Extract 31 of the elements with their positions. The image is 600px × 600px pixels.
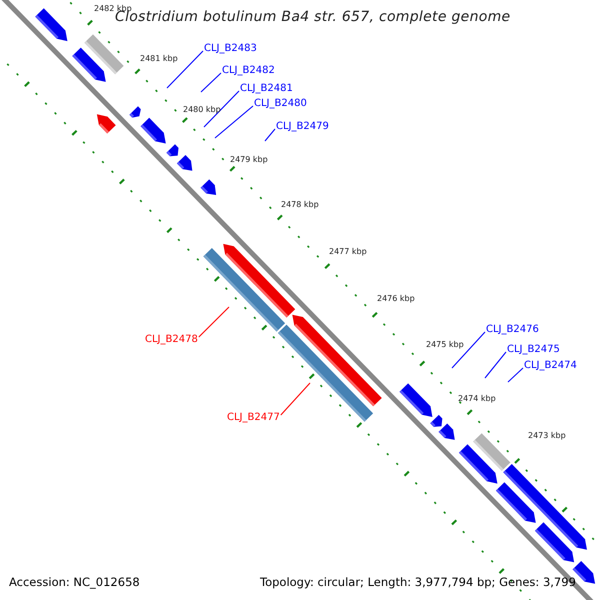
scale-label: 2473 kbp xyxy=(528,432,566,441)
scale-label: 2479 kbp xyxy=(230,156,268,165)
gene-label: CLJ_B2476 xyxy=(486,324,539,335)
gene-label: CLJ_B2474 xyxy=(524,360,577,371)
scale-label: 2475 kbp xyxy=(426,341,464,350)
gene-label: CLJ_B2479 xyxy=(276,121,329,132)
leader-line xyxy=(204,90,240,128)
leader-line xyxy=(452,332,486,368)
leader-line xyxy=(166,50,204,88)
leader-line xyxy=(200,72,222,92)
gene-label: CLJ_B2480 xyxy=(254,98,307,109)
scale-label: 2478 kbp xyxy=(281,201,319,210)
gene-label: CLJ_B2481 xyxy=(240,83,293,94)
scale-label: 2474 kbp xyxy=(458,395,496,404)
gene-label: CLJ_B2482 xyxy=(222,65,275,76)
gene-label: CLJ_B2478 xyxy=(145,334,198,345)
leader-line xyxy=(484,352,506,378)
scale-label: 2480 kbp xyxy=(183,106,221,115)
scale-label: 2481 kbp xyxy=(140,55,178,64)
gene-label: CLJ_B2477 xyxy=(227,412,280,423)
scale-label: 2476 kbp xyxy=(377,295,415,304)
leader-line xyxy=(214,106,254,138)
leader-line xyxy=(280,382,310,416)
leader-line xyxy=(508,368,524,382)
gene-label: CLJ_B2475 xyxy=(507,344,560,355)
gene-label: CLJ_B2483 xyxy=(204,43,257,54)
leader-line xyxy=(198,306,230,338)
footer-text: Topology: circular; Length: 3,977,794 bp; Genes: 3,799 xyxy=(260,576,576,589)
scale-label: 2477 kbp xyxy=(329,248,367,257)
leader-line xyxy=(264,128,276,142)
footer-text: Accession: NC_012658 xyxy=(9,576,140,589)
